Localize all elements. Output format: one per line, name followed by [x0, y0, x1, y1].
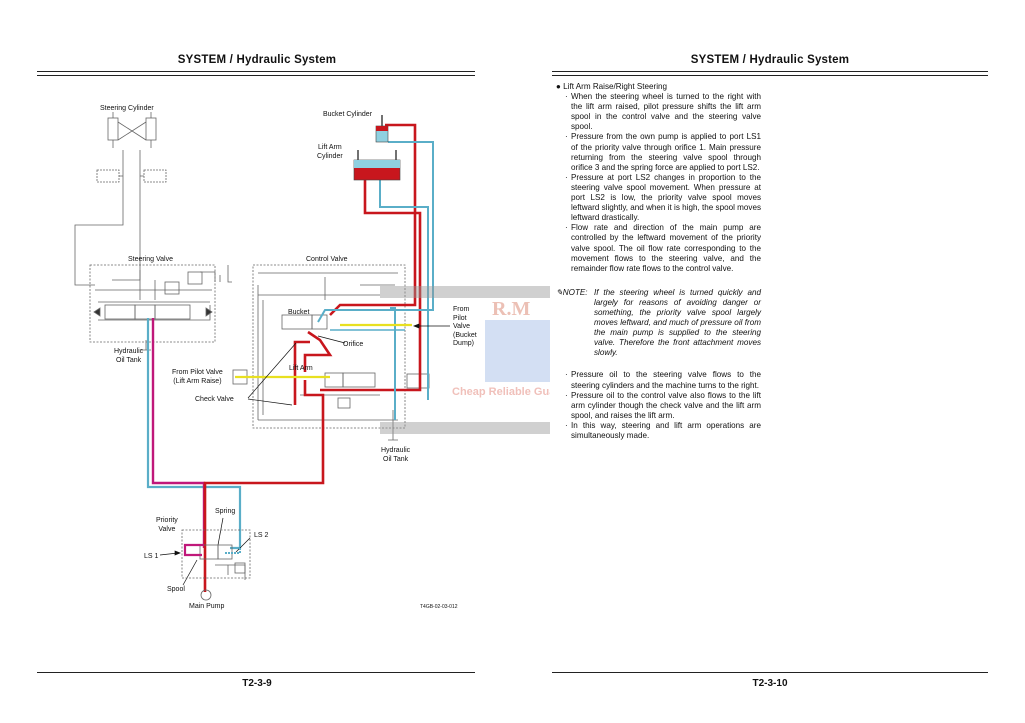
- label-control-valve: Control Valve: [306, 256, 348, 263]
- right-page-number: T2-3-10: [752, 678, 788, 689]
- label-from-pilot-valve-bucket: From Pilot Valve (Bucket Dump): [452, 306, 478, 349]
- footer-rule: [37, 672, 475, 673]
- steering-cylinder-right: [145, 117, 157, 141]
- leader-arrows: [159, 323, 450, 586]
- control-valve-box: [252, 264, 406, 429]
- pressure-line-branch: [293, 340, 310, 405]
- label-hydraulic-oil-tank: Hydraulic Oil Tank: [114, 348, 144, 364]
- section-title-text: Lift Arm Raise/Right Steering: [563, 82, 668, 91]
- return-line: [146, 318, 242, 550]
- label-steering-cylinder: Steering Cylinder: [100, 105, 154, 112]
- right-page-header: SYSTEM / Hydraulic System: [690, 54, 850, 66]
- label-hydraulic-oil-tank-2: Hydraulic Oil Tank: [381, 447, 411, 463]
- label-spool: Spool: [167, 586, 185, 593]
- header-rule: [552, 75, 988, 76]
- label-lift-arm: Lift Arm: [289, 365, 313, 372]
- bullet-item: Flow rate and direction of the main pump…: [565, 223, 761, 273]
- pressure-line-lift: [320, 178, 422, 392]
- watermark-brand: R.M: [492, 298, 531, 320]
- bullet-item: In this way, steering and lift arm opera…: [565, 421, 761, 441]
- section-title: ● Lift Arm Raise/Right Steering: [556, 82, 668, 91]
- bullet-list-2: Pressure oil to the steering valve flows…: [556, 370, 761, 441]
- figure-code: T4GB-02-03-012: [420, 604, 458, 610]
- bullet-item: Pressure from the own pump is applied to…: [565, 132, 761, 172]
- label-steering-valve: Steering Valve: [128, 256, 174, 263]
- note-block: ✎NOTE: If the steering wheel is turned q…: [556, 288, 761, 359]
- header-rule: [37, 71, 475, 72]
- bullet-item: Pressure oil to the steering valve flows…: [565, 370, 761, 390]
- note-text: If the steering wheel is turned quickly …: [594, 287, 761, 358]
- label-orifice: Orifice: [343, 341, 364, 348]
- label-lift-arm-cylinder: Lift Arm Cylinder: [317, 144, 343, 160]
- ls-line: [151, 318, 206, 548]
- steering-cylinder-left: [107, 117, 119, 141]
- bullet-list-1: When the steering wheel is turned to the…: [556, 92, 761, 274]
- watermark-tagline: Cheap Reliable Guara: [452, 386, 550, 398]
- label-check-valve: Check Valve: [195, 396, 234, 403]
- main-pump-icon: [200, 589, 212, 601]
- header-rule: [552, 71, 988, 72]
- label-ls2: LS 2: [254, 532, 269, 539]
- label-ls1: LS 1: [144, 553, 159, 560]
- bullet-item: Pressure at port LS2 changes in proporti…: [565, 173, 761, 223]
- pressure-line-bucket: [329, 123, 417, 316]
- bullet-item: When the steering wheel is turned to the…: [565, 92, 761, 132]
- footer-rule: [552, 672, 988, 673]
- left-page-header: SYSTEM / Hydraulic System: [177, 54, 337, 66]
- note-label: ✎NOTE:: [556, 288, 588, 298]
- watermark-logo-icon: [485, 320, 550, 382]
- pressure-line-control: [203, 330, 333, 592]
- bullet-item: Pressure oil to the control valve also f…: [565, 391, 761, 421]
- label-bucket-cylinder: Bucket Cylinder: [323, 111, 373, 118]
- left-page-number: T2-3-9: [242, 678, 272, 689]
- label-bucket: Bucket: [288, 309, 310, 316]
- label-priority-valve: Priority Valve: [156, 517, 178, 533]
- right-page-body: ● Lift Arm Raise/Right Steering When the…: [556, 82, 761, 441]
- label-spring: Spring: [215, 508, 236, 515]
- note-label-text: NOTE:: [562, 287, 588, 297]
- header-rule: [37, 75, 475, 76]
- priority-valve-box: [181, 529, 251, 579]
- label-from-pilot-valve-lift: From Pilot Valve (Lift Arm Raise): [172, 369, 223, 385]
- pencil-icon: ✎: [556, 287, 563, 297]
- label-main-pump: Main Pump: [189, 603, 225, 610]
